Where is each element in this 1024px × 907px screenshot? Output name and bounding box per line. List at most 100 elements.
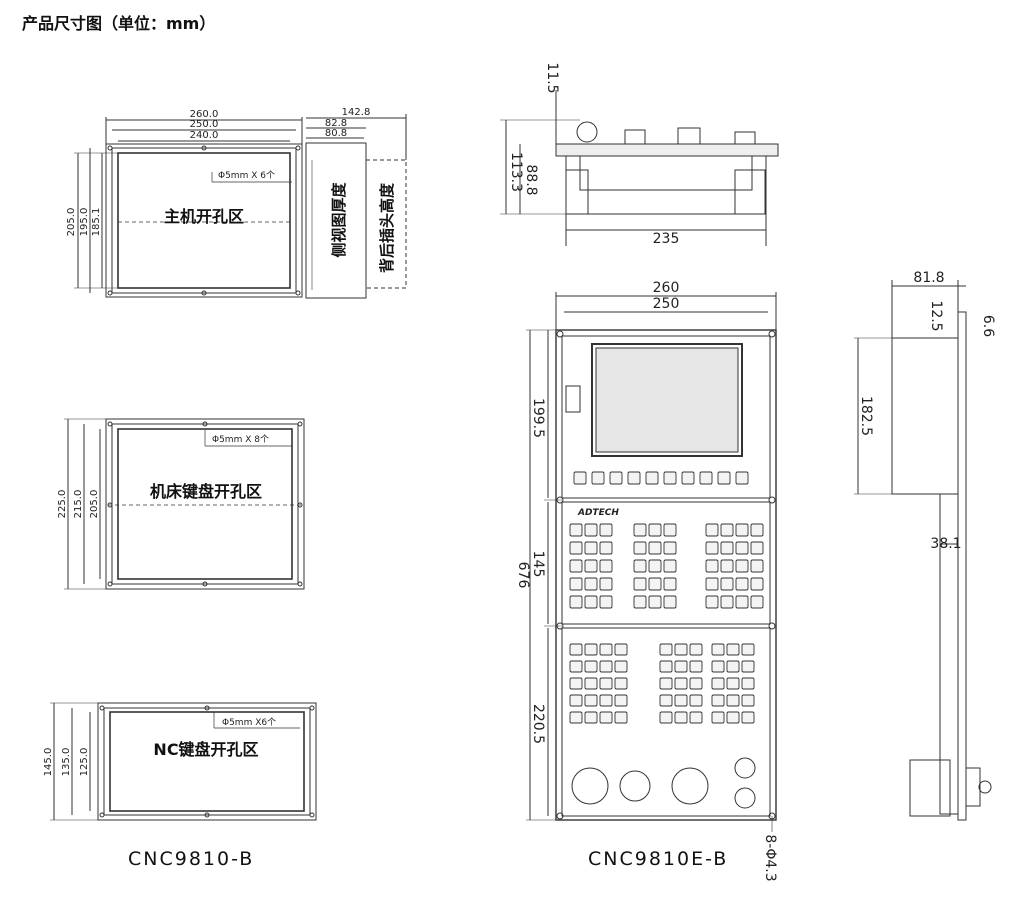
panel-key [720, 577, 734, 591]
e-top-view-drawing [500, 90, 779, 246]
panel-key [584, 677, 598, 690]
panel-key [720, 541, 734, 555]
panel-key [711, 694, 725, 707]
host-cutout-label: 主机开孔区 [164, 207, 244, 226]
panel-key [681, 471, 695, 485]
host-height-inner: 185.1 [91, 208, 102, 237]
panel-key [711, 677, 725, 690]
keyboard-section-1 [569, 523, 764, 609]
panel-key [584, 711, 598, 724]
panel-key [674, 677, 688, 690]
panel-key [627, 471, 641, 485]
panel-key [674, 660, 688, 673]
nc-height-mid: 135.0 [61, 748, 72, 777]
keyboard-section-2 [569, 643, 755, 724]
e-side-plate-depth: 38.1 [930, 536, 961, 552]
panel-key [645, 471, 659, 485]
panel-key [569, 523, 583, 537]
panel-key [735, 595, 749, 609]
e-front-width-inner: 250 [653, 296, 680, 312]
e-top-dim-11-5: 11.5 [544, 62, 560, 93]
panel-key [609, 471, 623, 485]
panel-key [599, 559, 613, 573]
panel-key [674, 694, 688, 707]
panel-key [689, 660, 703, 673]
panel-key [569, 559, 583, 573]
panel-key [569, 711, 583, 724]
panel-key [663, 541, 677, 555]
panel-key [614, 643, 628, 656]
panel-key [633, 523, 647, 537]
e-side-view-drawing [854, 280, 992, 821]
panel-key [659, 677, 673, 690]
e-front-holes: 8-Φ4.3 [762, 834, 778, 881]
panel-key [663, 595, 677, 609]
e-front-sec-199-5: 199.5 [530, 398, 546, 438]
panel-key [584, 660, 598, 673]
e-front-sec-220-5: 220.5 [530, 704, 546, 744]
panel-key [599, 523, 613, 537]
panel-key [614, 677, 628, 690]
host-width-mid: 250.0 [190, 119, 219, 130]
e-side-depth: 81.8 [913, 270, 944, 286]
panel-key [569, 577, 583, 591]
side-depth-label: 侧视图厚度 [330, 182, 348, 258]
panel-key [633, 559, 647, 573]
panel-key [674, 643, 688, 656]
host-width-inner: 240.0 [190, 130, 219, 141]
panel-key [591, 471, 605, 485]
panel-key [726, 711, 740, 724]
panel-key [663, 559, 677, 573]
host-hole-note: Φ5mm X 6个 [218, 170, 275, 181]
panel-key [720, 595, 734, 609]
panel-key [659, 694, 673, 707]
panel-key [659, 643, 673, 656]
mk-height-inner: 205.0 [89, 490, 100, 519]
panel-key [711, 660, 725, 673]
panel-key [705, 559, 719, 573]
panel-key [750, 595, 764, 609]
panel-key [584, 523, 598, 537]
nc-height-inner: 125.0 [79, 748, 90, 777]
panel-key [689, 643, 703, 656]
panel-key [599, 595, 613, 609]
panel-key [584, 643, 598, 656]
panel-key [674, 711, 688, 724]
panel-key [720, 523, 734, 537]
panel-key [720, 559, 734, 573]
e-top-dim-113-3: 113.3 [508, 152, 524, 192]
host-height-outer: 205.0 [66, 208, 77, 237]
e-top-dim-88-8: 88.8 [523, 164, 539, 195]
panel-key [717, 471, 731, 485]
panel-key [584, 595, 598, 609]
panel-key [584, 577, 598, 591]
brand-logo-text: ADTECH [577, 508, 619, 518]
panel-key [750, 523, 764, 537]
nc-height-outer: 145.0 [43, 748, 54, 777]
model-label-right: CNC9810E-B [588, 848, 729, 870]
panel-key [711, 711, 725, 724]
panel-key [599, 677, 613, 690]
function-keys [573, 471, 749, 485]
e-front-height-676: 676 [515, 562, 531, 589]
side-width-mid: 82.8 [325, 118, 347, 129]
panel-key [726, 694, 740, 707]
panel-key [599, 577, 613, 591]
host-width-outer: 260.0 [190, 109, 219, 120]
panel-key [735, 541, 749, 555]
panel-key [750, 559, 764, 573]
e-front-sec-145: 145 [530, 551, 546, 578]
panel-key [584, 694, 598, 707]
e-front-width-outer: 260 [653, 280, 680, 296]
nc-hole-note: Φ5mm X6个 [222, 717, 276, 728]
host-height-mid: 195.0 [79, 208, 90, 237]
panel-key [633, 541, 647, 555]
model-label-left: CNC9810-B [128, 848, 255, 870]
panel-key [705, 523, 719, 537]
e-top-dim-235: 235 [653, 231, 680, 247]
panel-key [735, 471, 749, 485]
panel-key [689, 694, 703, 707]
panel-key [569, 677, 583, 690]
host-cutout-drawing [74, 114, 407, 299]
